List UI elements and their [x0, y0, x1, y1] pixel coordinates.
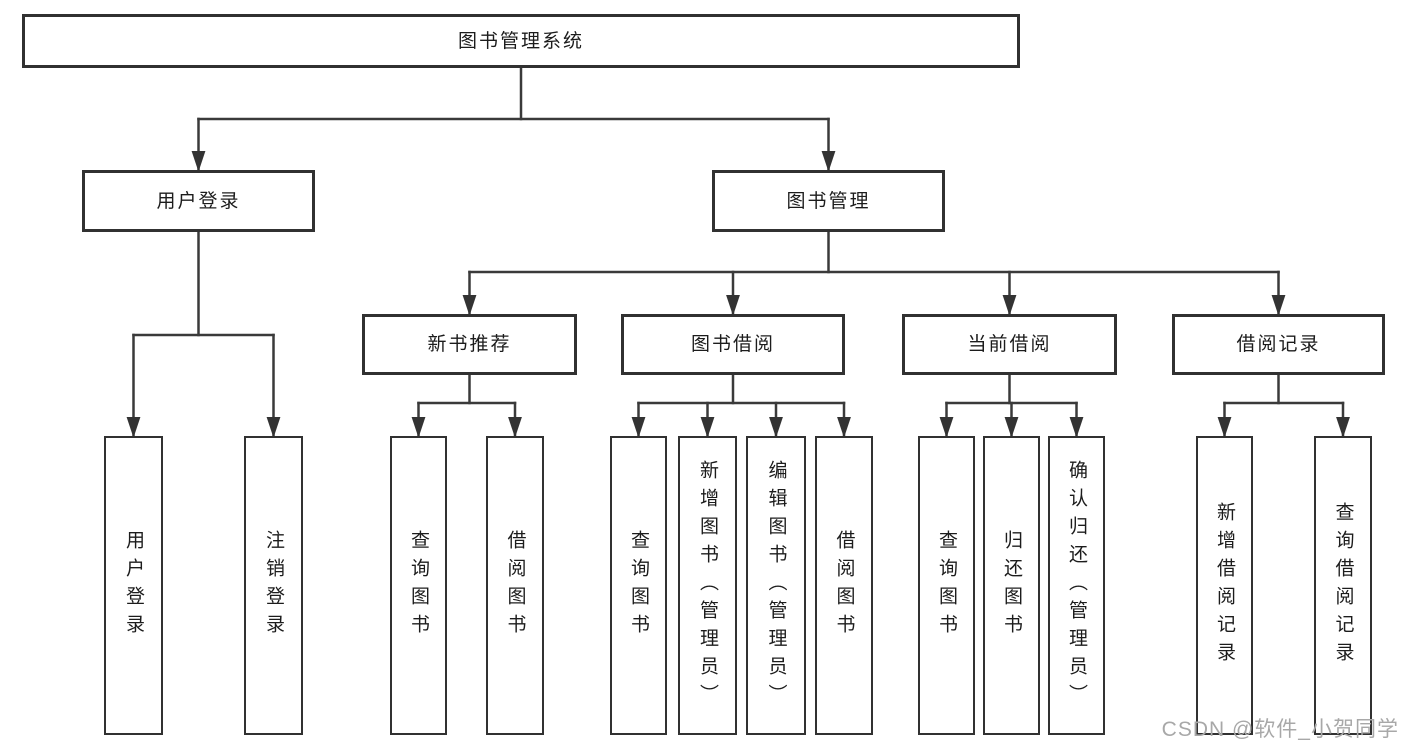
leaf-borrow-books-recommend-label: 借阅图书: [504, 529, 526, 642]
leaf-query-books-recommend-label: 查询图书: [408, 529, 429, 642]
csdn-watermark: CSDN @软件_小贺同学: [1161, 718, 1399, 741]
leaf-confirm-return-admin-label: 确认归还（管理员）: [1066, 459, 1087, 712]
leaf-query-books-borrowing-label: 查询图书: [628, 529, 649, 642]
leaf-logout-label: 注销登录: [263, 529, 284, 642]
leaf-query-borrow-record: 查询借阅记录: [1314, 436, 1372, 735]
leaf-edit-books-admin: 编辑图书（管理员）: [746, 436, 806, 735]
node-current-borrowing-label: 当前借阅: [967, 334, 1052, 355]
node-borrow-records-label: 借阅记录: [1236, 334, 1321, 355]
node-borrow-records: 借阅记录: [1172, 314, 1385, 375]
node-book-borrowing: 图书借阅: [621, 314, 845, 375]
node-user-login-label: 用户登录: [156, 190, 241, 212]
leaf-add-borrow-record: 新增借阅记录: [1196, 436, 1253, 735]
node-book-management-label: 图书管理: [786, 190, 871, 212]
leaf-borrow-books-borrowing-label: 借阅图书: [833, 529, 855, 642]
leaf-edit-books-admin-label: 编辑图书（管理员）: [765, 459, 787, 712]
leaf-add-books-admin-label: 新增图书（管理员）: [697, 459, 718, 712]
node-library-system: 图书管理系统: [22, 14, 1020, 68]
leaf-query-borrow-record-label: 查询借阅记录: [1332, 501, 1354, 670]
node-new-book-recommend: 新书推荐: [362, 314, 577, 375]
node-new-book-recommend-label: 新书推荐: [427, 334, 512, 355]
node-book-management: 图书管理: [712, 170, 945, 232]
leaf-logout: 注销登录: [244, 436, 303, 735]
leaf-query-books-recommend: 查询图书: [390, 436, 447, 735]
leaf-add-borrow-record-label: 新增借阅记录: [1214, 501, 1235, 670]
node-book-borrowing-label: 图书借阅: [690, 334, 775, 355]
leaf-query-books-current: 查询图书: [918, 436, 975, 735]
leaf-return-books: 归还图书: [983, 436, 1040, 735]
node-current-borrowing: 当前借阅: [902, 314, 1117, 375]
leaf-user-login: 用户登录: [104, 436, 163, 735]
leaf-borrow-books-recommend: 借阅图书: [486, 436, 544, 735]
node-user-login: 用户登录: [82, 170, 315, 232]
leaf-borrow-books-borrowing: 借阅图书: [815, 436, 873, 735]
node-library-system-label: 图书管理系统: [457, 30, 584, 52]
leaf-return-books-label: 归还图书: [1001, 529, 1022, 642]
leaf-query-books-current-label: 查询图书: [936, 529, 957, 642]
leaf-confirm-return-admin: 确认归还（管理员）: [1048, 436, 1105, 735]
leaf-user-login-label: 用户登录: [123, 529, 144, 642]
leaf-add-books-admin: 新增图书（管理员）: [678, 436, 737, 735]
leaf-query-books-borrowing: 查询图书: [610, 436, 667, 735]
